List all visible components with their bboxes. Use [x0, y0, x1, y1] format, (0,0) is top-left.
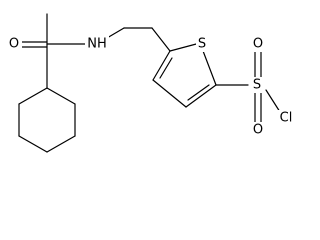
bond-cyclohexane-4: [18, 135, 48, 153]
amine-nitrogen-label: NH: [87, 37, 107, 52]
bond-s-cl: [265, 89, 281, 113]
bond-nh-ch2: [106, 27, 125, 39]
bond-cyclohexane-3: [46, 135, 76, 153]
sulfonyl-oxygen-upper-label: O: [253, 37, 263, 52]
bond-thiophene-inner-c2c3: [159, 57, 173, 79]
bond-cyclohexane-1: [46, 87, 76, 105]
bond-thiophene-c3-c2: [152, 50, 171, 81]
chlorine-label: Cl: [280, 111, 293, 126]
sulfonyl-sulfur-label: S: [253, 78, 261, 93]
atom-labels: O NH S S O O Cl: [6, 35, 296, 138]
carbonyl-oxygen-label: O: [9, 37, 19, 52]
sulfonyl-oxygen-lower-label: O: [253, 123, 263, 138]
bond-thiophene-c5-c4: [185, 84, 217, 108]
structural-formula: O NH S S O O Cl: [6, 13, 296, 153]
bond-thiophene-inner-c4c5: [187, 84, 210, 101]
bond-thiophene-c4-c3: [152, 79, 187, 108]
bond-ch2-ring: [151, 27, 171, 52]
bond-thiophene-c2-s: [169, 42, 201, 52]
thiophene-sulfur-label: S: [198, 37, 206, 52]
bonds: [18, 13, 281, 153]
bond-cyclohexane-6: [18, 87, 48, 105]
